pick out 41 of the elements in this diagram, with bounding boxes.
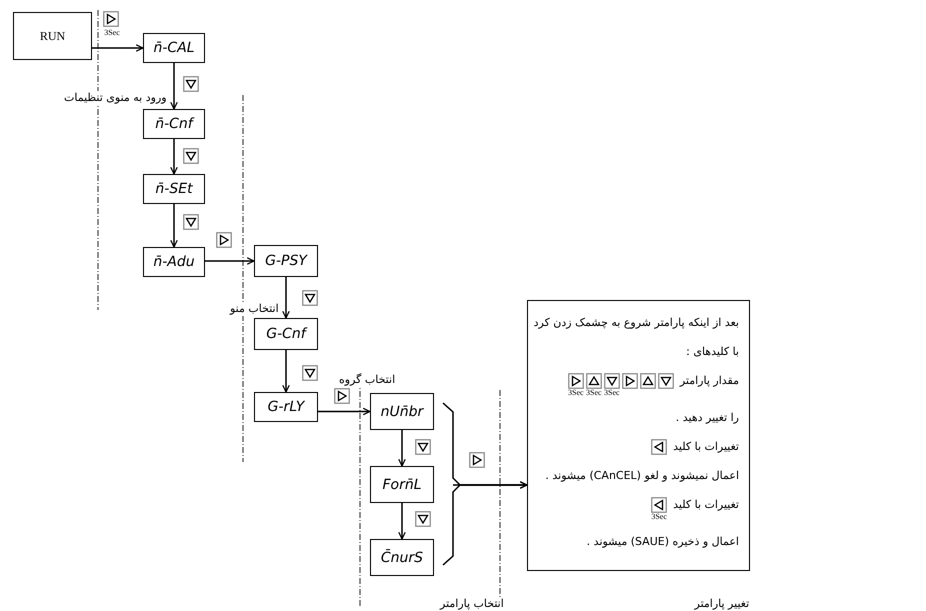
arrow (442, 481, 528, 566)
display-box: n̄-CAL (143, 33, 205, 63)
arrow (205, 257, 255, 265)
key-caption: 3Sec (586, 389, 602, 397)
instruction-box (527, 300, 750, 571)
arrow (170, 63, 178, 110)
key-caption: 3Sec (103, 29, 121, 37)
display-box: G-rLY (254, 392, 318, 422)
arrow (318, 408, 371, 416)
display-box: G-PSY (254, 245, 318, 277)
step-label: انتخاب گروه (337, 373, 398, 387)
instruction-text: اعمال نمیشوند و لغو (CAnCEL) میشوند . (545, 469, 739, 482)
key-caption: 3Sec (568, 389, 584, 397)
display-box: G-Cnf (254, 318, 318, 350)
key-caption: 3Sec (651, 513, 667, 521)
instruction-text: تغییرات با کلید (673, 498, 739, 511)
step-label: ورود به منوی تنظیمات (62, 91, 169, 105)
arrow (398, 430, 406, 467)
display-box: n̄-SEt (143, 174, 205, 204)
arrow (92, 44, 144, 52)
arrow (170, 204, 178, 248)
step-label: تغییر پارامتر (692, 597, 752, 611)
instruction-text: را تغییر دهید . (676, 411, 739, 424)
display-box: Forn̄L (370, 466, 434, 503)
key-caption: 3Sec (604, 389, 620, 397)
instruction-text: بعد از اینکه پارامتر شروع به چشمک زدن کرد (534, 316, 739, 329)
display-box: nUn̄br (370, 393, 434, 430)
display-box: n̄-Adu (143, 247, 205, 277)
run-box: RUN (13, 12, 92, 60)
display-box: n̄-Cnf (143, 109, 205, 139)
arrow (398, 503, 406, 540)
instruction-text: تغییرات با کلید (673, 440, 739, 453)
instruction-text: مقدار پارامتر (680, 374, 739, 387)
step-label: انتخاب پارامتر (438, 597, 506, 611)
arrow (282, 350, 290, 393)
arrow (170, 139, 178, 175)
step-label: انتخاب منو (228, 302, 281, 316)
instruction-text: با کلیدهای : (686, 345, 739, 358)
arrow (282, 277, 290, 319)
instruction-text: اعمال و ذخیره (SAUE) میشوند . (586, 535, 739, 548)
display-box: C̄nurS (370, 539, 434, 576)
